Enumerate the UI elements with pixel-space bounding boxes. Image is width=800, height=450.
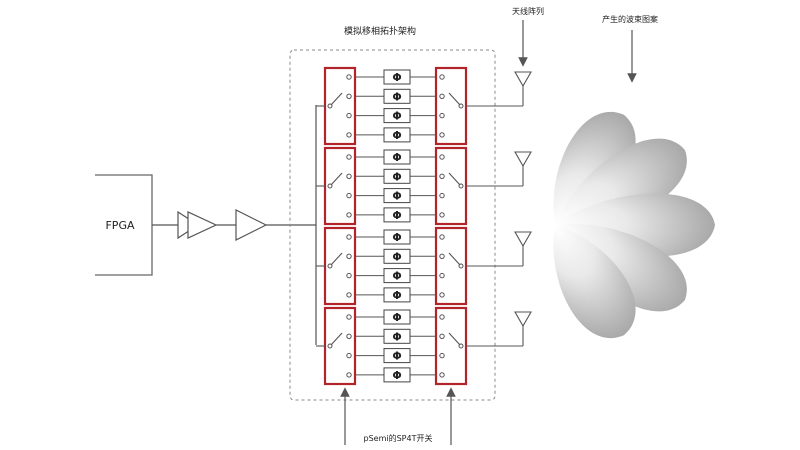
topology-title: 模拟移相拓扑架构	[344, 25, 416, 37]
phase-shifter: Φ	[383, 328, 411, 344]
topology-boundary	[289, 49, 496, 401]
phase-shifter: Φ	[383, 88, 411, 104]
antenna-icon	[514, 71, 532, 88]
phase-shifter: Φ	[383, 69, 411, 85]
phase-symbol: Φ	[392, 231, 401, 244]
beam-pattern	[553, 112, 715, 338]
phase-shifter: Φ	[383, 127, 411, 143]
phase-shifter: Φ	[383, 108, 411, 124]
phase-symbol: Φ	[392, 190, 401, 203]
phase-shifter: Φ	[383, 309, 411, 325]
phase-symbol: Φ	[392, 71, 401, 84]
phase-shifter: Φ	[383, 188, 411, 204]
phase-symbol: Φ	[392, 350, 401, 363]
antenna-icon	[514, 151, 532, 168]
fpga-label: FPGA	[105, 219, 134, 232]
phase-shifter: Φ	[383, 348, 411, 364]
antenna-icon	[514, 231, 532, 248]
phase-symbol: Φ	[392, 90, 401, 103]
phase-shifter: Φ	[383, 367, 411, 383]
phase-shifter: Φ	[383, 168, 411, 184]
phase-symbol: Φ	[392, 151, 401, 164]
amplifier-chain	[152, 105, 317, 345]
phase-shifter: Φ	[383, 248, 411, 264]
phase-symbol: Φ	[392, 289, 401, 302]
antenna-array	[514, 71, 532, 328]
phase-shifter: Φ	[383, 268, 411, 284]
fpga-block: FPGA	[95, 174, 153, 276]
phase-symbol: Φ	[392, 129, 401, 142]
phase-symbol: Φ	[392, 250, 401, 263]
amplifier-icon	[187, 211, 218, 239]
phase-shifter: Φ	[383, 149, 411, 165]
phase-symbol: Φ	[392, 330, 401, 343]
phase-shifter: Φ	[383, 229, 411, 245]
phase-symbol: Φ	[392, 270, 401, 283]
beam-lobe	[553, 225, 636, 338]
antenna-array-label: 天线阵列	[512, 6, 544, 16]
phase-symbol: Φ	[392, 110, 401, 123]
phase-symbol: Φ	[392, 209, 401, 222]
switch-label: pSemi的SP4T开关	[364, 433, 433, 443]
amplifier-icon	[235, 209, 268, 241]
phase-shifter: Φ	[383, 207, 411, 223]
beam-pattern-label: 产生的波束图案	[602, 14, 658, 24]
phase-symbol: Φ	[392, 311, 401, 324]
phase-symbol: Φ	[392, 170, 401, 183]
antenna-icon	[514, 311, 532, 328]
phase-symbol: Φ	[392, 369, 401, 382]
phase-shifter: Φ	[383, 287, 411, 303]
sp4t-switch-right	[434, 66, 468, 146]
